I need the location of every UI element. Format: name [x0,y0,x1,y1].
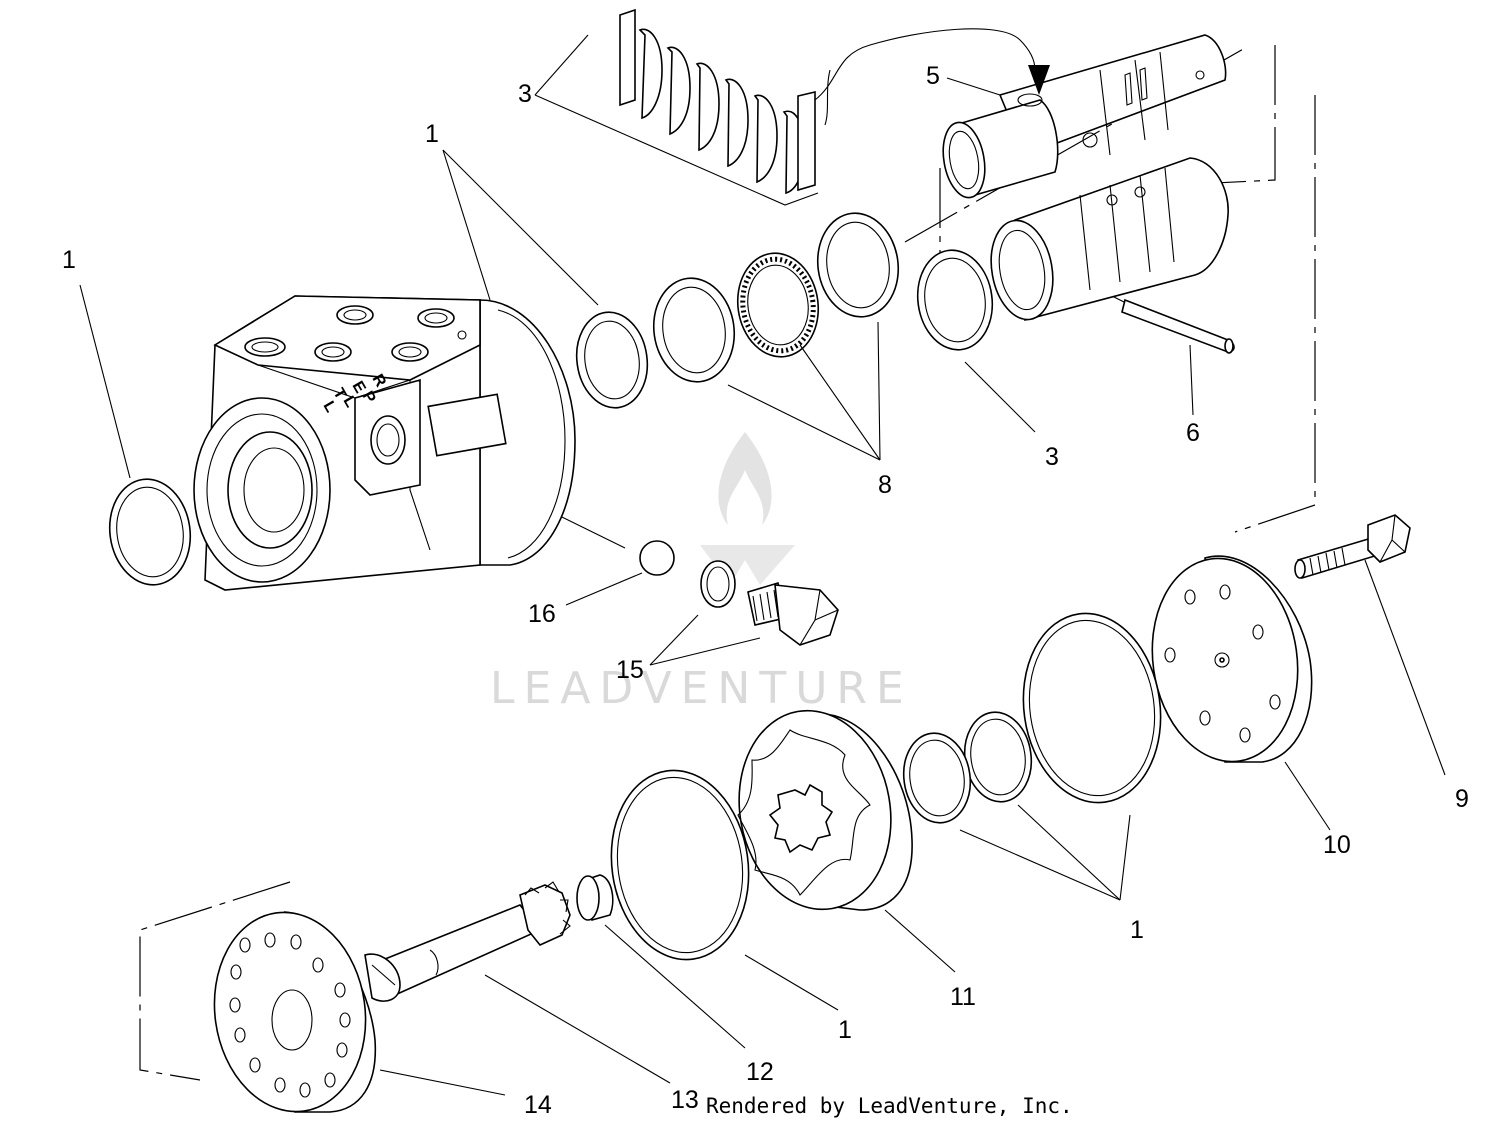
callout-5-spool: 5 [926,62,940,90]
small-seal-b [902,732,972,824]
callout-1-front-ring: 1 [62,246,76,274]
cross-pin [1121,298,1235,354]
bearing-race-b [816,212,900,318]
dust-seal [575,311,649,409]
sleeve [990,157,1229,322]
leader-lines [79,34,1446,1096]
gerotor [737,709,913,911]
spool-ring [916,249,994,351]
end-cap [1151,555,1313,763]
large-o-ring-lower [610,769,750,961]
callout-3-springs: 3 [518,80,532,108]
arrow-marker [1028,65,1050,95]
callout-15-plug: 15 [616,656,644,684]
watermark-text: LEADVENTURE [490,663,913,714]
cap-screw [1294,514,1411,580]
needle-bearing [736,252,820,358]
callout-3-ring: 3 [1045,443,1059,471]
check-ball [639,540,675,576]
rendered-by-credit: Rendered by LeadVenture, Inc. [706,1094,1073,1118]
callout-9-screw: 9 [1455,785,1469,813]
large-o-ring-upper [1022,612,1162,804]
plug [747,581,839,646]
callout-11-gerotor: 11 [950,983,976,1011]
callout-10-end-cap: 10 [1323,831,1351,859]
callout-14-plate: 14 [524,1091,552,1119]
callout-1-seals: 1 [1130,916,1144,944]
bearing-race-a [652,277,736,383]
callout-12-spacer: 12 [746,1058,774,1086]
leadventure-watermark: LEADVENTURE [490,432,913,714]
callout-1-seal-kit: 1 [425,120,439,148]
callout-8-bearing: 8 [878,471,892,499]
callout-16-ball: 16 [528,600,556,628]
centering-springs [619,8,1036,195]
plug-seal [700,560,736,608]
callout-1-o-ring: 1 [838,1016,852,1044]
spacer [576,874,614,922]
callout-6-pin: 6 [1186,419,1200,447]
callout-13-shaft: 13 [671,1086,699,1114]
front-seal-ring [108,478,192,586]
callouts: 1 1 3 5 8 3 6 16 15 9 10 1 11 1 12 13 14 [62,62,1469,1119]
drive-shaft [364,881,571,1002]
housing [193,295,576,591]
spool [942,34,1227,199]
manifold-plate [213,911,377,1113]
